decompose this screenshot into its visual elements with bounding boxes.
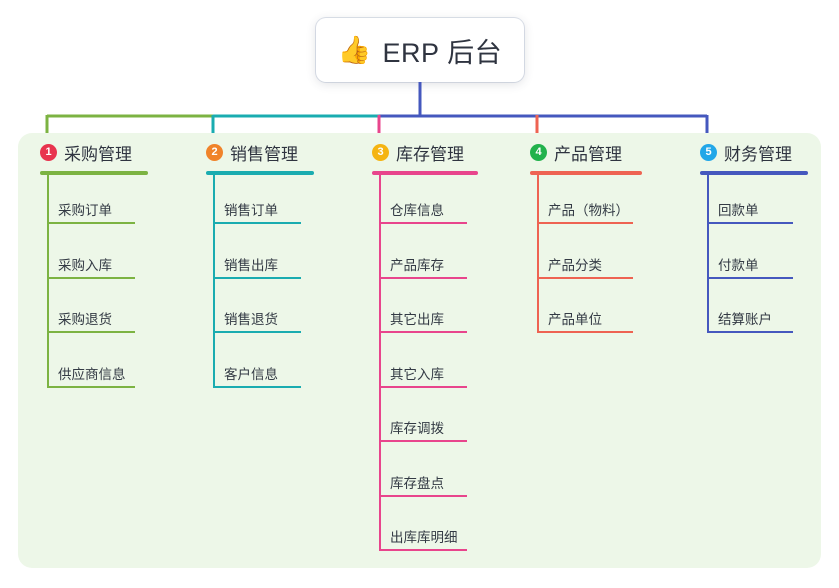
module-header-4[interactable]: 4 产品管理 — [530, 140, 622, 165]
module-item-rule — [379, 440, 467, 442]
module-title: 产品管理 — [554, 145, 622, 164]
module-header-5[interactable]: 5 财务管理 — [700, 140, 792, 165]
module-item-rule — [213, 331, 301, 333]
module-item-label: 供应商信息 — [58, 366, 126, 382]
module-item-rule — [379, 222, 467, 224]
module-item-label: 产品单位 — [548, 312, 602, 327]
module-item-label: 采购退货 — [58, 312, 112, 327]
module-item[interactable]: 其它出库 — [372, 293, 500, 333]
module-item[interactable]: 采购退货 — [40, 293, 168, 333]
module-item-rule — [379, 549, 467, 551]
module-number-badge: 4 — [530, 144, 547, 161]
module-item-label: 结算账户 — [718, 312, 772, 327]
module-header-rule — [700, 171, 808, 175]
module-spine — [379, 171, 381, 551]
module-item[interactable]: 库存调拨 — [372, 402, 500, 442]
module-number-badge: 3 — [372, 144, 389, 161]
module-item[interactable]: 销售退货 — [206, 293, 334, 333]
module-item[interactable]: 产品分类 — [530, 239, 666, 279]
thumbs-up-icon: 👍 — [337, 34, 372, 65]
module-item-label: 销售退货 — [224, 312, 278, 327]
module-header-rule — [40, 171, 148, 175]
module-title: 库存管理 — [396, 145, 464, 164]
module-header-3[interactable]: 3 库存管理 — [372, 140, 464, 165]
module-item-label: 出库库明细 — [390, 530, 458, 545]
module-item-rule — [537, 276, 633, 279]
module-spine — [537, 171, 539, 333]
module-item[interactable]: 产品单位 — [530, 293, 666, 333]
modules-panel: 1 采购管理采购订单采购入库采购退货供应商信息 2 销售管理销售订单销售出库销售退货客… — [18, 133, 821, 568]
module-item[interactable]: 仓库信息 — [372, 184, 500, 224]
module-item-label: 库存盘点 — [390, 475, 444, 491]
module-title: 财务管理 — [724, 145, 792, 164]
module-item[interactable]: 结算账户 — [700, 293, 826, 333]
module-number-badge: 2 — [206, 144, 223, 161]
module-item[interactable]: 付款单 — [700, 239, 826, 279]
module-item[interactable]: 其它入库 — [372, 348, 500, 388]
root-title: ERP 后台 — [382, 37, 503, 68]
module-item-rule — [213, 222, 301, 224]
root-node[interactable]: 👍 ERP 后台 — [316, 18, 524, 82]
module-item-label: 库存调拨 — [390, 421, 444, 436]
module-item-label: 客户信息 — [224, 366, 278, 382]
module-header-1[interactable]: 1 采购管理 — [40, 140, 132, 165]
module-item-label: 产品库存 — [390, 257, 444, 273]
module-title: 采购管理 — [64, 145, 132, 164]
module-item-rule — [707, 276, 793, 279]
module-number-badge: 1 — [40, 144, 57, 161]
module-item[interactable]: 销售订单 — [206, 184, 334, 224]
module-item-label: 付款单 — [718, 257, 759, 273]
module-item-label: 采购订单 — [58, 203, 112, 218]
module-header-rule — [530, 171, 642, 175]
module-item-rule — [47, 331, 135, 333]
module-item[interactable]: 销售出库 — [206, 239, 334, 279]
module-item[interactable]: 产品（物料） — [530, 184, 666, 224]
module-item[interactable]: 库存盘点 — [372, 457, 500, 497]
module-item-rule — [537, 222, 633, 224]
module-spine — [213, 171, 215, 388]
module-item-rule — [707, 331, 793, 333]
module-item-rule — [47, 276, 135, 279]
module-number-badge: 5 — [700, 144, 717, 161]
module-item-label: 产品（物料） — [548, 203, 629, 218]
module-item[interactable]: 回款单 — [700, 184, 826, 224]
module-item[interactable]: 客户信息 — [206, 348, 334, 388]
module-item-rule — [707, 222, 793, 224]
module-item-rule — [379, 331, 467, 333]
module-header-rule — [206, 171, 314, 175]
module-item-label: 仓库信息 — [390, 203, 444, 218]
module-item[interactable]: 供应商信息 — [40, 348, 168, 388]
module-item-rule — [47, 385, 135, 388]
module-item-label: 其它出库 — [390, 312, 444, 327]
module-item-rule — [379, 494, 467, 497]
module-spine — [47, 171, 49, 388]
module-item[interactable]: 采购订单 — [40, 184, 168, 224]
module-item-label: 销售订单 — [224, 203, 278, 218]
module-item[interactable]: 产品库存 — [372, 239, 500, 279]
module-item-label: 其它入库 — [390, 366, 444, 382]
module-item[interactable]: 采购入库 — [40, 239, 168, 279]
module-item[interactable]: 出库库明细 — [372, 511, 500, 551]
module-header-rule — [372, 171, 478, 175]
module-item-label: 销售出库 — [224, 257, 278, 273]
module-item-rule — [379, 276, 467, 279]
module-item-rule — [537, 331, 633, 333]
module-header-2[interactable]: 2 销售管理 — [206, 140, 298, 165]
module-item-rule — [213, 276, 301, 279]
module-item-rule — [213, 385, 301, 388]
module-item-label: 回款单 — [718, 203, 759, 218]
module-item-label: 产品分类 — [548, 257, 602, 273]
module-item-rule — [47, 222, 135, 224]
module-spine — [707, 171, 709, 333]
module-item-label: 采购入库 — [58, 257, 112, 273]
module-title: 销售管理 — [230, 145, 298, 164]
module-item-rule — [379, 385, 467, 388]
